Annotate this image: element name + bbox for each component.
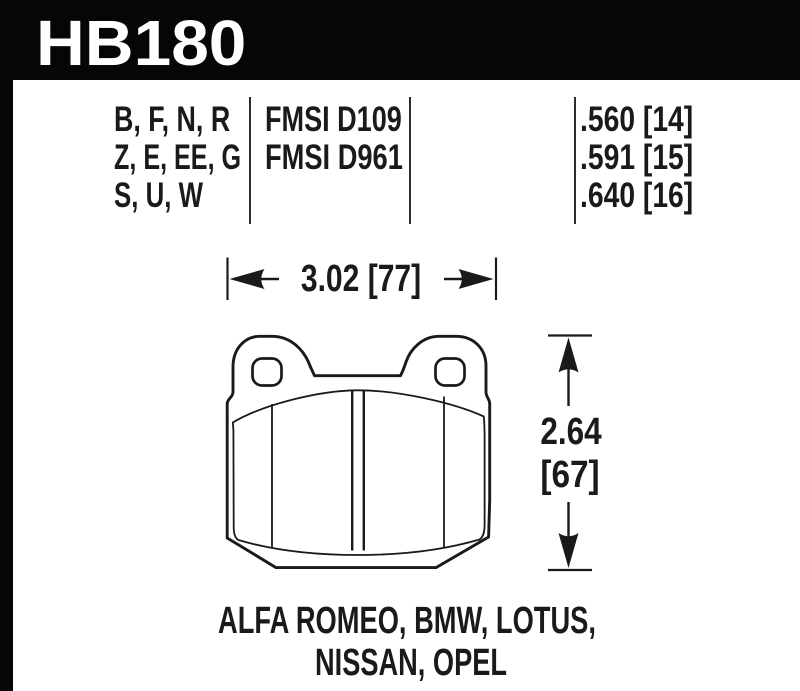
table-divider-2 xyxy=(408,97,411,224)
width-dimension-label: 3.02 [77] xyxy=(300,258,421,300)
height-dim-up-arrowhead xyxy=(558,337,579,373)
thickness-row-2: .591 [15] xyxy=(580,137,694,177)
header-bar xyxy=(0,0,800,80)
thickness-row-1: .560 [14] xyxy=(580,99,694,139)
height-dimension-inches: 2.64 xyxy=(540,410,602,453)
pad-friction-outline xyxy=(231,389,486,556)
compound-row-2: Z, E, EE, G xyxy=(114,137,242,177)
height-dim-down-arrowhead xyxy=(558,533,579,568)
table-divider-3 xyxy=(573,97,576,224)
pad-right-hole xyxy=(434,357,466,387)
compound-row-1: B, F, N, R xyxy=(114,99,231,139)
thickness-row-3: .640 [16] xyxy=(580,176,694,216)
table-divider-1 xyxy=(248,97,252,224)
applications-line-1: ALFA ROMEO, BMW, LOTUS, xyxy=(217,600,596,643)
fmsi-row-1: FMSI D109 xyxy=(265,99,402,139)
width-dim-right-arrowhead xyxy=(458,269,494,289)
pad-left-hole xyxy=(251,357,283,387)
height-dimension xyxy=(548,334,592,572)
pad-outer-outline xyxy=(225,334,492,570)
fmsi-row-2: FMSI D961 xyxy=(265,137,403,177)
applications-line-2: NISSAN, OPEL xyxy=(315,641,508,684)
part-number: HB180 xyxy=(36,7,247,79)
left-border-bar xyxy=(0,0,13,691)
compound-row-3: S, U, W xyxy=(114,176,203,216)
width-dim-left-arrowhead xyxy=(229,269,265,289)
width-dimension xyxy=(226,257,498,300)
height-dimension-mm: [67] xyxy=(540,453,600,496)
